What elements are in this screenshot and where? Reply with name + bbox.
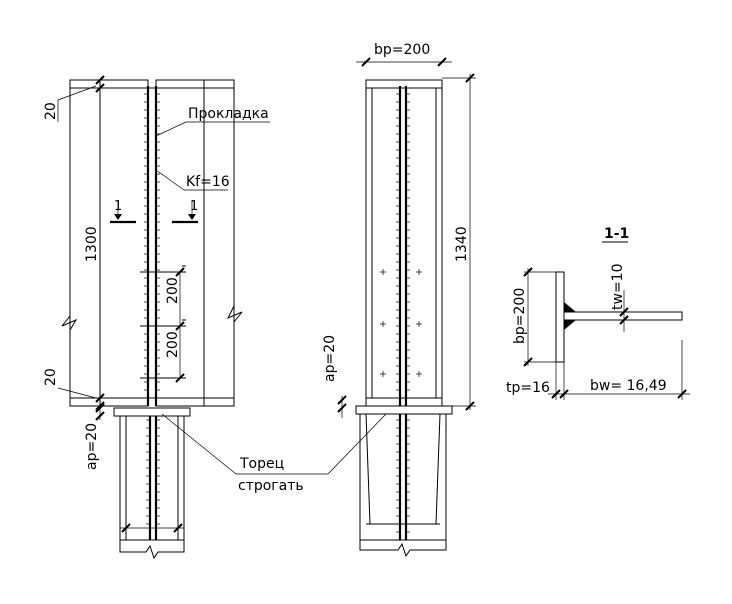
dim-1340: 1340 xyxy=(454,226,470,262)
weld-leg-label: Kf=16 xyxy=(186,174,230,190)
dim-200-upper: 200 xyxy=(165,277,181,304)
bolt-marks-lower xyxy=(396,419,410,533)
cut-mark-right: 1 xyxy=(190,199,198,214)
dim-200-lower: 200 xyxy=(165,331,181,358)
dim-1300: 1300 xyxy=(84,226,100,262)
dim-ap-left: ap=20 xyxy=(84,423,100,470)
middle-view: bp=200 1340 ap=20 xyxy=(322,42,476,558)
left-column-outline xyxy=(69,79,149,407)
section-1-1: 1-1 bp=200 tw=10 tp=16 bw= 16,49 xyxy=(506,226,690,400)
sec-bw-label: bw= 16,49 xyxy=(590,378,667,394)
sec-tw-label: tw=10 xyxy=(610,264,626,310)
cut-mark-left: 1 xyxy=(114,199,122,214)
end-label-line2: строгать xyxy=(238,478,304,494)
pad-label: Прокладка xyxy=(188,106,269,122)
bolt-marks xyxy=(380,269,422,377)
section-title: 1-1 xyxy=(604,226,629,242)
dim-20-bottom: 20 xyxy=(43,368,59,386)
dim-ap-mid: ap=20 xyxy=(322,335,338,382)
weld-ticks-left xyxy=(144,93,160,391)
weld-ticks-lower xyxy=(146,419,160,525)
weld-ticks-middle xyxy=(396,93,410,391)
dim-bp-top: bp=200 xyxy=(374,42,430,58)
dim-20-top: 20 xyxy=(43,102,59,120)
sec-bp-label: bp=200 xyxy=(512,288,528,344)
end-planing-callout: Торец строгать xyxy=(161,413,387,494)
left-view: 1 1 200 200 1300 20 20 ap=20 xyxy=(43,75,270,560)
end-label-line1: Торец xyxy=(239,456,284,472)
sec-tp-label: tp=16 xyxy=(506,380,550,396)
